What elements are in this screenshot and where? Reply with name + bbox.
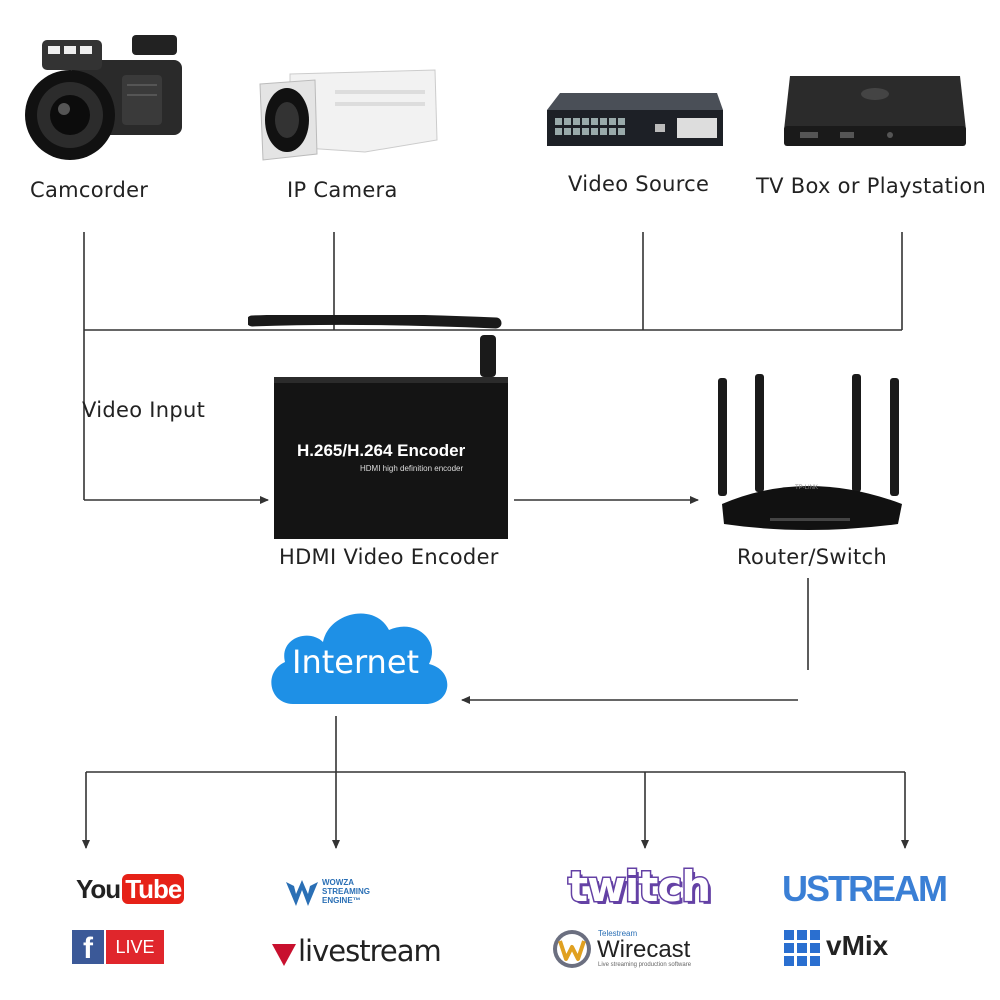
facebook-live-text: LIVE: [106, 930, 164, 964]
tv-box-icon: [784, 76, 966, 146]
ip-camera-icon: [259, 69, 438, 161]
camcorder-label: Camcorder: [30, 178, 149, 202]
livestream-logo: livestream: [298, 934, 442, 968]
router-icon: [718, 374, 902, 530]
encoder-icon: [248, 315, 508, 539]
wirecast-name: Wirecast: [597, 936, 691, 963]
tv-box-label: TV Box or Playstation: [756, 174, 987, 198]
wirecast-brand: Telestream: [598, 929, 638, 938]
wirecast-icon: [553, 930, 591, 968]
wowza-icon: [286, 880, 318, 906]
ustream-logo: USTREAM: [782, 868, 948, 909]
encoder-subtitle: HDMI high definition encoder: [360, 464, 464, 473]
video-input-label: Video Input: [82, 398, 206, 422]
internet-label: Internet: [292, 643, 420, 681]
wowza-line1: WOWZA: [322, 878, 354, 887]
cloud-icon: [271, 613, 448, 704]
router-brand: TP-LINK: [795, 485, 819, 491]
video-source-icon: [547, 93, 723, 146]
wowza-logo: WOWZA STREAMING ENGINE™: [322, 878, 370, 905]
livestream-icon: [272, 944, 296, 966]
vmix-logo: vMix: [826, 930, 889, 961]
camcorder-icon: [25, 35, 182, 160]
wowza-line3: ENGINE™: [322, 896, 361, 905]
router-label: Router/Switch: [737, 545, 887, 569]
ip-camera-label: IP Camera: [287, 178, 398, 202]
wirecast-tagline: Live streaming production software: [598, 962, 692, 968]
vmix-icon: [784, 930, 820, 966]
youtube-you-text: You: [76, 874, 121, 904]
facebook-f-icon: f: [72, 930, 104, 965]
encoder-label: HDMI Video Encoder: [279, 545, 499, 569]
encoder-title: H.265/H.264 Encoder: [297, 441, 466, 460]
video-source-label: Video Source: [568, 172, 710, 196]
youtube-tube-text: Tube: [122, 874, 185, 904]
twitch-logo: twitch: [566, 861, 712, 913]
wowza-line2: STREAMING: [322, 887, 370, 896]
